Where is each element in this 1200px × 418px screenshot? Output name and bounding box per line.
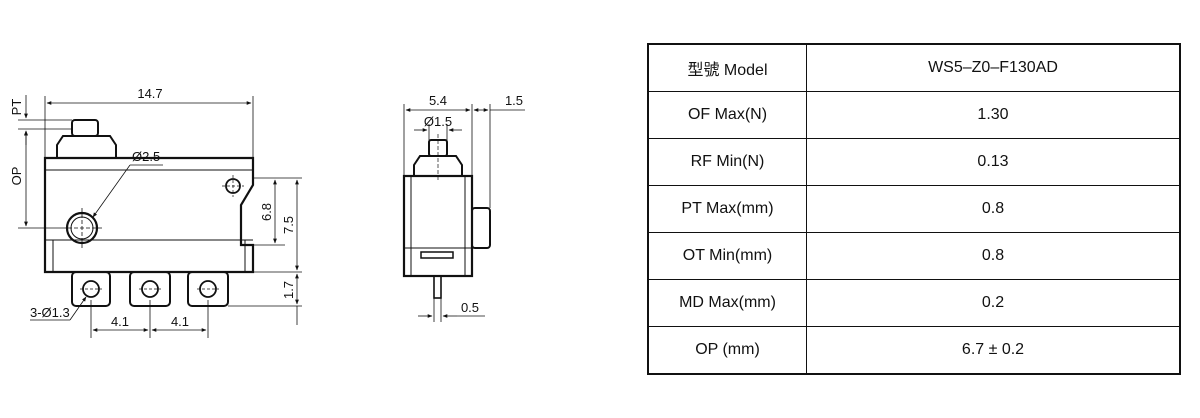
actuator-plunger xyxy=(71,119,99,137)
side-view xyxy=(402,104,525,322)
rf-min-label: RF Min(N) xyxy=(647,138,807,186)
md-max-label: MD Max(mm) xyxy=(647,279,807,327)
pitch-right-label: 4.1 xyxy=(171,314,189,329)
offset-label: 1.5 xyxy=(505,93,523,108)
table-row: OT Min(mm) 0.8 xyxy=(647,232,1181,280)
table-row: OF Max(N) 1.30 xyxy=(647,91,1181,139)
side-body xyxy=(402,174,474,278)
spec-table: 型號 Model WS5–Z0–F130AD OF Max(N) 1.30 RF… xyxy=(647,43,1181,375)
width-label: 14.7 xyxy=(137,86,162,101)
pt-max-label: PT Max(mm) xyxy=(647,185,807,233)
pitch-left-label: 4.1 xyxy=(111,314,129,329)
actuator-diameter-label: Ø1.5 xyxy=(424,114,452,129)
model-label: 型號 Model xyxy=(647,43,807,92)
pin-holes-label: 3-Ø1.3 xyxy=(30,305,70,320)
table-row: RF Min(N) 0.13 xyxy=(647,138,1181,186)
side-tab xyxy=(471,207,491,249)
table-row: PT Max(mm) 0.8 xyxy=(647,185,1181,233)
actuator-housing xyxy=(56,135,117,158)
hole-diameter-label: Ø2.5 xyxy=(132,149,160,164)
of-max-value: 1.30 xyxy=(806,91,1181,139)
table-row: OP (mm) 6.7 ± 0.2 xyxy=(647,326,1181,375)
op-label: OP xyxy=(9,167,24,186)
inner-height-label: 6.8 xyxy=(259,203,274,221)
technical-drawing: 14.7 PT OP Ø2.5 6.8 7.5 1.7 3-Ø1.3 4.1 4… xyxy=(9,86,525,338)
of-max-label: OF Max(N) xyxy=(647,91,807,139)
side-pin xyxy=(433,275,442,299)
model-value: WS5–Z0–F130AD xyxy=(806,43,1181,92)
pin-thickness-label: 0.5 xyxy=(461,300,479,315)
ot-min-value: 0.8 xyxy=(806,232,1181,280)
table-row: MD Max(mm) 0.2 xyxy=(647,279,1181,327)
body-width-label: 5.4 xyxy=(429,93,447,108)
op-value: 6.7 ± 0.2 xyxy=(806,326,1181,375)
rf-min-value: 0.13 xyxy=(806,138,1181,186)
front-view xyxy=(18,95,302,338)
md-max-value: 0.2 xyxy=(806,279,1181,327)
ot-min-label: OT Min(mm) xyxy=(647,232,807,280)
outer-height-label: 7.5 xyxy=(281,216,296,234)
op-label-cell: OP (mm) xyxy=(647,326,807,375)
terminal-height-label: 1.7 xyxy=(281,281,296,299)
mounting-hole-large xyxy=(65,211,99,245)
pt-label: PT xyxy=(9,99,24,116)
table-row: 型號 Model WS5–Z0–F130AD xyxy=(647,43,1181,92)
pt-max-value: 0.8 xyxy=(806,185,1181,233)
